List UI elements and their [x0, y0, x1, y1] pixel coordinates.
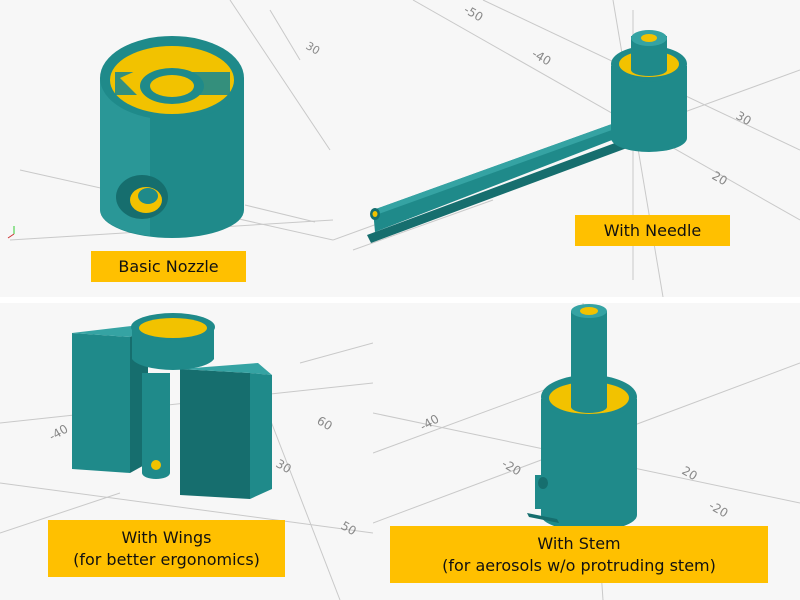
- center-column: [142, 373, 170, 479]
- column-hole: [151, 460, 161, 470]
- label-line: With Stem: [537, 533, 621, 553]
- left-wing: [72, 333, 130, 473]
- axis-tick-label: -40: [47, 422, 71, 444]
- label-line: With Needle: [603, 220, 702, 240]
- with-wings-render: -40 60 30 50: [0, 313, 373, 600]
- right-wing: [180, 369, 250, 499]
- panel-basic-nozzle[interactable]: 30 Basic Nozzle: [0, 0, 333, 297]
- with-stem-render: -40 -20 20 -20: [373, 303, 800, 600]
- stem-nozzle-body: [541, 399, 637, 531]
- label-line: Basic Nozzle: [118, 256, 219, 276]
- axis-tick-label: 30: [734, 108, 754, 128]
- label-line: (for aerosols w/o protruding stem): [442, 555, 716, 575]
- basic-nozzle-render: 30: [7, 0, 333, 241]
- axis-tick-label: 50: [339, 518, 359, 538]
- stem-tube: [571, 311, 607, 413]
- needle-tube: [373, 120, 625, 232]
- label-with-stem: With Stem (for aerosols w/o protruding s…: [390, 526, 768, 583]
- axis-gizmo-icon: [7, 226, 15, 239]
- panel-with-needle[interactable]: -50 -40 30 20 With Needle: [333, 0, 800, 297]
- needle-nozzle-stem: [631, 36, 667, 76]
- axis-tick-label: 20: [710, 168, 730, 188]
- label-line: (for better ergonomics): [73, 549, 260, 569]
- axis-tick-label: 20: [680, 463, 700, 483]
- needle-fin: [367, 140, 627, 243]
- panel-with-stem[interactable]: -40 -20 20 -20 With Stem (for aerosols w…: [373, 303, 800, 600]
- needle-nozzle-body: [611, 66, 687, 152]
- axis-tick-label: 30: [304, 39, 323, 57]
- axis-tick-label: -20: [707, 498, 731, 520]
- label-with-wings: With Wings (for better ergonomics): [48, 520, 285, 577]
- label-line: With Wings: [121, 527, 212, 547]
- axis-tick-label: 30: [274, 456, 294, 476]
- axis-tick-label: 60: [315, 413, 335, 433]
- panel-with-wings[interactable]: -40 60 30 50 With Wings (for better ergo…: [0, 303, 373, 600]
- axis-tick-label: -40: [530, 46, 554, 68]
- axis-tick-label: -40: [418, 412, 442, 434]
- axis-tick-label: -50: [462, 2, 486, 24]
- axis-tick-label: -20: [500, 456, 524, 478]
- label-basic-nozzle: Basic Nozzle: [91, 251, 246, 282]
- with-needle-render: -50 -40 30 20: [333, 0, 800, 297]
- label-with-needle: With Needle: [575, 215, 730, 246]
